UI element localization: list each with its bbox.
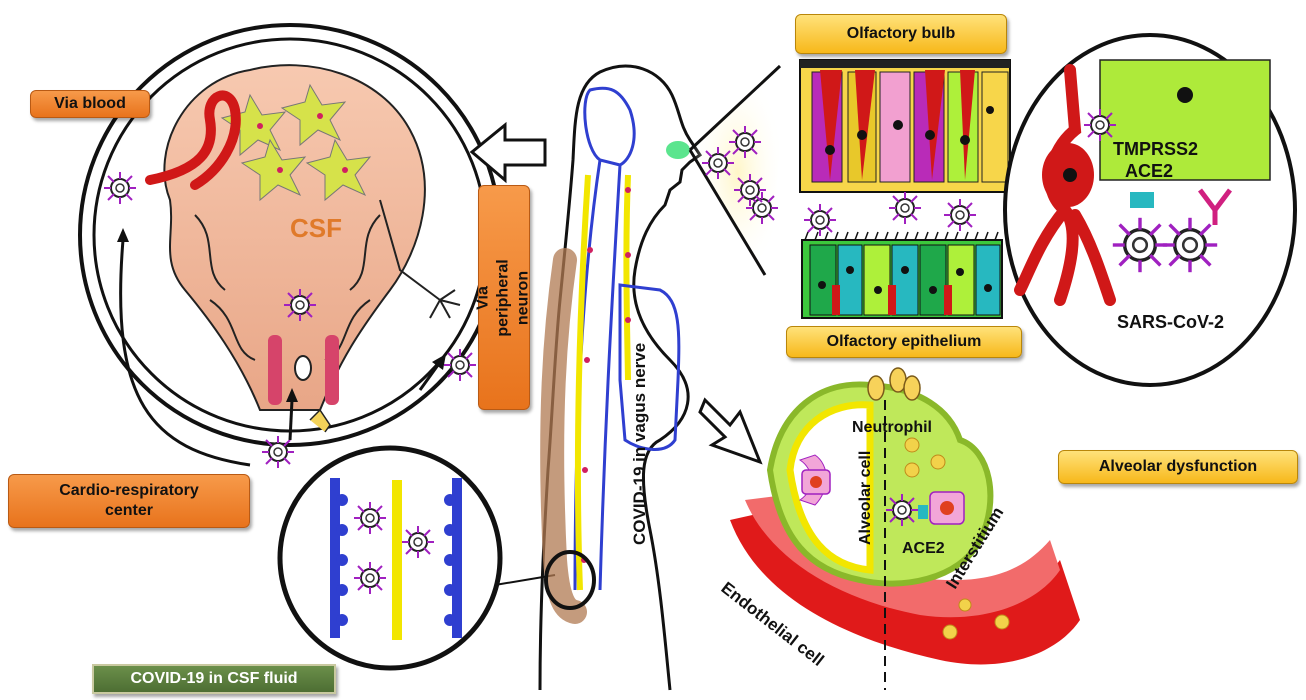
alveolar-dysfunction-label: Alveolar dysfunction [1058, 450, 1298, 484]
via-peripheral-neuron-text: Via peripheral neuron [474, 259, 534, 336]
csf-label: CSF [290, 213, 342, 243]
virus-particle-icon [354, 562, 386, 594]
olfactory-section [690, 60, 1010, 318]
hollow-arrow-icon [700, 400, 760, 462]
csf-fluid-inset [280, 448, 555, 668]
virus-particle-icon [804, 204, 836, 236]
virus-particle-icon [889, 192, 921, 224]
olfactory-epithelium-label: Olfactory epithelium [786, 326, 1022, 358]
vagus-nerve-label: COVID-19 in vagus nerve [630, 343, 649, 545]
via-blood-label: Via blood [30, 90, 150, 118]
virus-particle-icon [702, 147, 734, 179]
neutrophil-label: Neutrophil [852, 419, 932, 436]
virus-particle-icon [284, 289, 316, 321]
virus-particle-icon [1163, 218, 1217, 272]
alveolar-cell-label: Alveolar cell [857, 451, 874, 545]
hollow-arrow-icon [472, 125, 545, 180]
tmprss2-label: TMPRSS2 [1113, 139, 1198, 159]
virus-particle-icon [262, 436, 294, 468]
virus-particle-icon [444, 349, 476, 381]
cardio-respiratory-center-label: Cardio-respiratory center [8, 474, 250, 528]
virus-particle-icon [402, 526, 434, 558]
sars-cov2-label: SARS-CoV-2 [1117, 312, 1224, 332]
ace2-alveolar-label: ACE2 [902, 540, 945, 557]
olfactory-bulb-label: Olfactory bulb [795, 14, 1007, 54]
virus-particle-icon [886, 494, 918, 526]
virus-particle-icon [354, 502, 386, 534]
receptor-zoom-inset [1005, 35, 1295, 385]
human-silhouette [540, 66, 700, 690]
via-peripheral-neuron-label: Via peripheral neuron [478, 185, 530, 410]
virus-particle-icon [104, 172, 136, 204]
virus-particle-icon [734, 174, 766, 206]
virus-particle-icon [1113, 218, 1167, 272]
virus-particle-icon [729, 126, 761, 158]
virus-particle-icon [944, 199, 976, 231]
ace2-receptor-label: ACE2 [1125, 161, 1173, 181]
covid-csf-fluid-label: COVID-19 in CSF fluid [92, 664, 336, 694]
